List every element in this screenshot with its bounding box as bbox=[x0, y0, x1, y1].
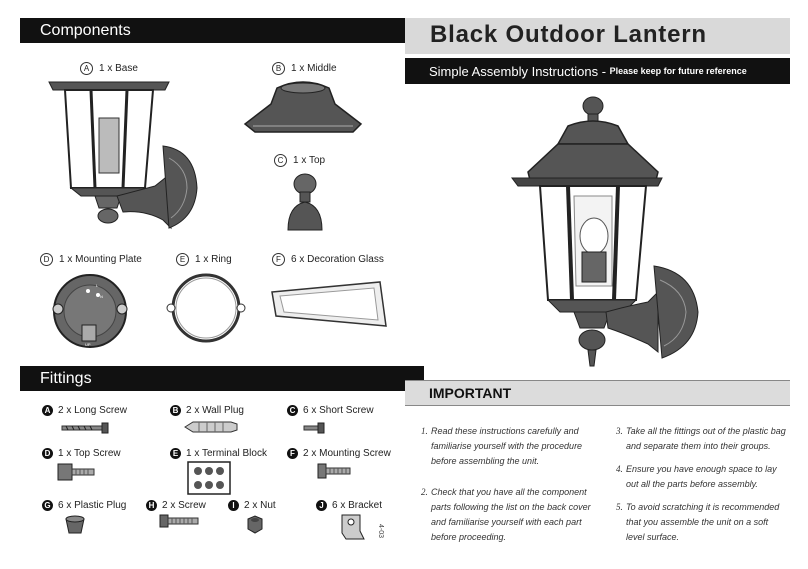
page-code: 4-03 bbox=[377, 524, 384, 539]
assembled-lantern-illustration bbox=[511, 96, 699, 367]
decoration-glass-illustration bbox=[271, 281, 387, 327]
bracket-illustration bbox=[341, 514, 365, 540]
subtitle-note: Please keep for future reference bbox=[609, 66, 747, 76]
instruction-step-2: 2.Check that you have all the component … bbox=[421, 487, 591, 542]
fittings-title: Fittings bbox=[40, 369, 92, 387]
instruction-step-5: 5.To avoid scratching it is recommended … bbox=[616, 502, 780, 542]
fittings-header: Fittings bbox=[20, 366, 424, 391]
subtitle-text: Simple Assembly Instructions bbox=[429, 63, 599, 79]
screw-h-illustration bbox=[159, 514, 199, 528]
short-screw-illustration bbox=[303, 422, 325, 434]
components-header: Components bbox=[20, 18, 424, 43]
instruction-step-1: 1.Read these instructions carefully and … bbox=[421, 426, 583, 466]
important-header: IMPORTANT bbox=[405, 380, 790, 406]
mounting-screw-illustration bbox=[317, 463, 351, 479]
wall-plug-illustration bbox=[184, 421, 238, 433]
instruction-step-4: 4.Ensure you have enough space to lay ou… bbox=[616, 464, 777, 489]
subtitle-dash: - bbox=[598, 63, 610, 79]
important-title: IMPORTANT bbox=[429, 385, 512, 401]
lantern-middle-illustration bbox=[243, 81, 363, 133]
title-banner bbox=[405, 18, 790, 54]
plastic-plug-illustration bbox=[65, 515, 85, 534]
terminal-block-illustration bbox=[187, 461, 231, 495]
svg-text:UP: UP bbox=[85, 342, 91, 347]
components-title: Components bbox=[40, 21, 131, 39]
lantern-top-illustration bbox=[287, 173, 323, 231]
ring-illustration bbox=[166, 273, 246, 343]
long-screw-illustration bbox=[61, 422, 109, 434]
lantern-base-illustration bbox=[48, 81, 198, 230]
instruction-step-3: 3.Take all the fittings out of the plast… bbox=[616, 426, 786, 451]
mounting-plate-illustration: L N UP bbox=[52, 274, 128, 348]
svg-text:N: N bbox=[100, 294, 103, 299]
top-screw-illustration bbox=[57, 463, 95, 481]
subtitle-bar: Simple Assembly Instructions - Please ke… bbox=[405, 58, 790, 84]
product-title: Black Outdoor Lantern bbox=[430, 21, 707, 48]
nut-illustration bbox=[247, 515, 263, 534]
svg-text:L: L bbox=[96, 283, 99, 288]
